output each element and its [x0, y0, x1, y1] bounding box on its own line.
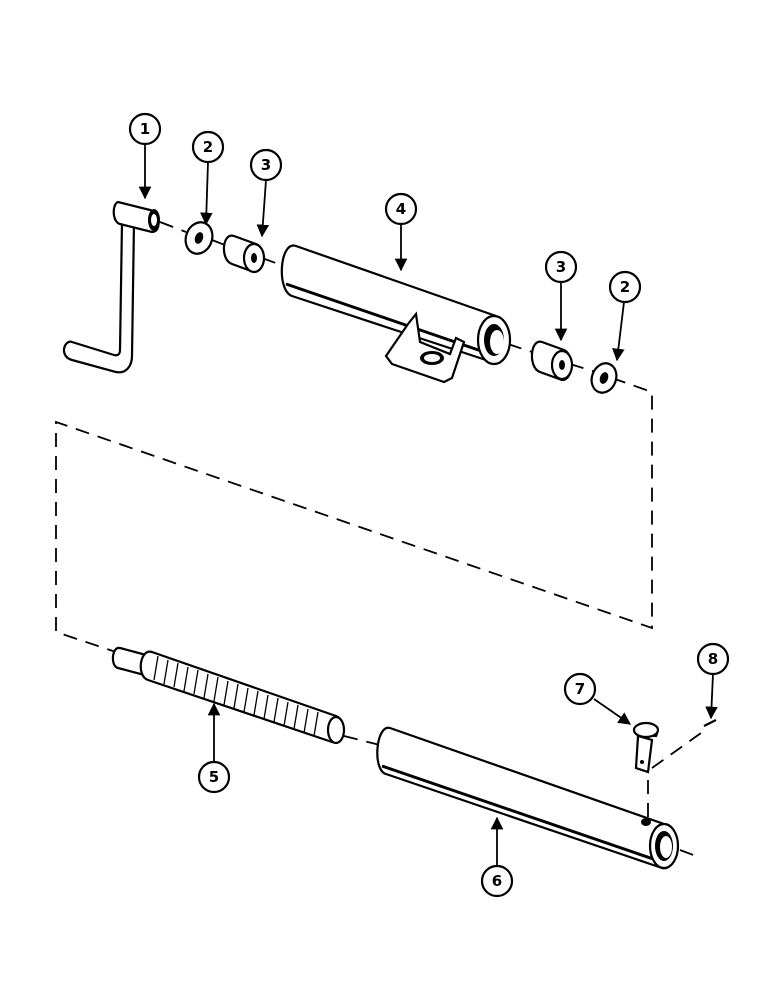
callout-label: 1: [140, 120, 150, 138]
rod-thread-marks: [153, 655, 319, 737]
callout-label: 5: [209, 768, 219, 786]
callout-label: 8: [708, 650, 718, 668]
callout-8: 8: [696, 642, 730, 676]
bushing-part-lower: [530, 340, 574, 382]
callout-1: 1: [128, 112, 162, 146]
outer-tube-part: [376, 726, 680, 870]
callout-2-upper: 2: [191, 130, 225, 164]
leader-lines: [138, 144, 718, 866]
pin-axis-line: [647, 727, 709, 857]
callout-label: 4: [396, 200, 406, 218]
callout-3-upper: 3: [249, 148, 283, 182]
callout-label: 6: [492, 872, 502, 890]
threaded-rod-part: [111, 646, 346, 745]
upper-axis-line: [55, 221, 653, 653]
callout-label: 3: [261, 156, 271, 174]
tube-with-bracket-part: [280, 244, 512, 384]
callout-label: 2: [203, 138, 213, 156]
callout-label: 7: [575, 680, 585, 698]
washer-part-upper: [184, 221, 214, 255]
clevis-pin-part: [632, 721, 660, 774]
callout-4: 4: [384, 192, 418, 226]
callout-7: 7: [563, 672, 597, 706]
washer-part-lower: [590, 362, 618, 394]
bushing-part-upper: [222, 234, 266, 274]
callout-label: 3: [556, 258, 566, 276]
cotter-pin-part: [703, 719, 717, 727]
callout-5: 5: [197, 760, 231, 794]
callout-6: 6: [480, 864, 514, 898]
callout-2-lower: 2: [608, 270, 642, 304]
crank-handle-part: [62, 200, 160, 374]
callout-label: 2: [620, 278, 630, 296]
callout-3-lower: 3: [544, 250, 578, 284]
